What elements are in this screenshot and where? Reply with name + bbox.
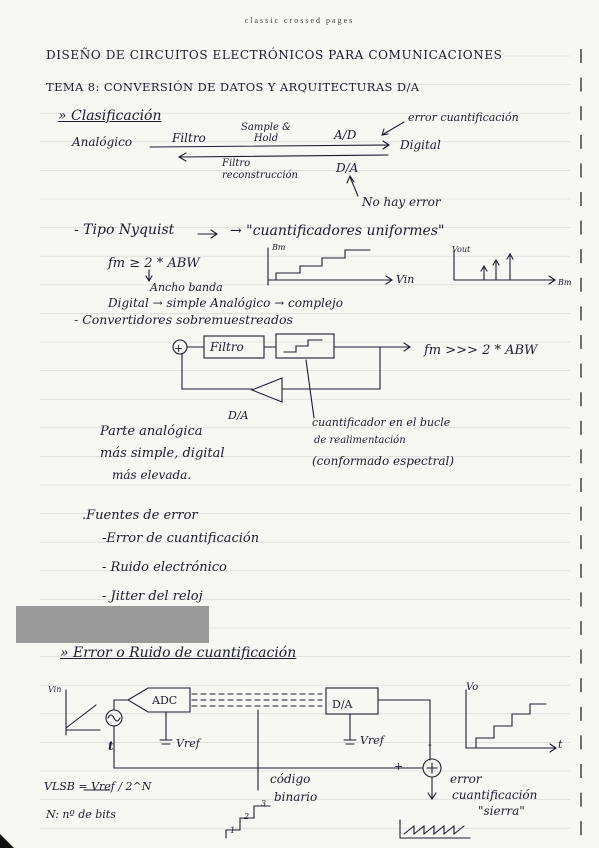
- ruido-vlsb: VLSB = Vref / 2^N: [44, 780, 152, 793]
- error-summer-cross: [426, 762, 438, 774]
- label-digital: Digital: [400, 138, 441, 152]
- sobremuestreados-da: D/A: [228, 409, 249, 422]
- sobremuestreados-plus: +: [174, 342, 184, 355]
- ruido-plus: +: [394, 760, 404, 773]
- ruido-da: D/A: [332, 698, 353, 711]
- da-block: [325, 687, 379, 715]
- error-out: [427, 776, 437, 800]
- ruido-t-2: t: [558, 738, 563, 751]
- label-filtro: Filtro: [172, 131, 206, 145]
- nyquist-arrow: [197, 229, 218, 239]
- ruido-vref-1: Vref: [176, 737, 200, 750]
- sobremuestreados-filtro: Filtro: [210, 340, 244, 354]
- ruido-sierra: "sierra": [478, 804, 525, 818]
- vo-graph: [465, 689, 557, 753]
- ruido-heading: » Error o Ruido de cuantificación: [60, 645, 297, 661]
- corner-tab: [0, 834, 14, 848]
- sobremuestreados-parte-2: más simple, digital: [100, 446, 225, 461]
- codigo-steps: [225, 805, 271, 839]
- ruido-adc: ADC: [152, 694, 178, 707]
- ruido-step-3: 3: [261, 799, 267, 808]
- feedback-loop: [181, 346, 381, 390]
- label-analogico: Analógico: [72, 135, 133, 149]
- vref-ground-2: [343, 713, 357, 745]
- sobremuestreados-realimentacion: de realimentación: [314, 435, 406, 446]
- vref-ground-1: [159, 711, 173, 745]
- ruido-binario: binario: [274, 790, 318, 804]
- sobremuestreados-cuantificador: cuantificador en el bucle: [312, 416, 451, 429]
- ruido-vo: Vo: [466, 682, 479, 693]
- filtro-block: [203, 335, 265, 359]
- input-line: [113, 725, 424, 769]
- ruido-error: error: [450, 772, 482, 786]
- staircase-graph: [267, 247, 393, 286]
- forward-path: [186, 342, 411, 352]
- nyquist-formula: fm ≥ 2 * ABW: [108, 256, 200, 271]
- ancho-banda-arrow: [145, 269, 153, 283]
- ruido-vref-2: Vref: [360, 734, 384, 747]
- backward-arrow: [177, 152, 389, 162]
- nyquist-vin: Vin: [396, 273, 415, 286]
- label-filtro-reconstruccion: Filtro reconstrucción: [222, 158, 298, 181]
- sobremuestreados-heading: - Convertidores sobremuestreados: [74, 312, 293, 327]
- source-wave: [107, 714, 121, 722]
- quantizer-block: [275, 333, 335, 359]
- label-ad: A/D: [334, 128, 357, 142]
- quantizer-steps: [283, 339, 323, 353]
- sobremuestreados-parte-1: Parte analógica: [100, 424, 203, 439]
- forward-arrow: [149, 140, 390, 150]
- fuentes-heading: .Fuentes de error: [82, 508, 198, 523]
- page-header: classic crossed pages: [244, 16, 355, 25]
- adc-link: [113, 699, 129, 711]
- nyquist-bm: Bm: [272, 243, 286, 252]
- summing-node: [172, 339, 188, 355]
- ruido-step-2: 2: [244, 812, 250, 821]
- ruido-vin: Vin: [48, 685, 62, 694]
- nyquist-bm-2: Bm: [558, 278, 572, 287]
- section-clasificacion-heading: » Clasificación: [58, 108, 162, 124]
- fuentes-item-2: - Ruido electrónico: [102, 560, 227, 575]
- nyquist-cuantificadores: → "cuantificadores uniformes": [230, 223, 445, 239]
- label-no-hay-error: No hay error: [362, 195, 441, 209]
- label-da: D/A: [336, 161, 359, 175]
- sawtooth: [399, 819, 471, 839]
- ruido-t-1: t: [108, 739, 114, 753]
- error-pointer: [381, 121, 405, 136]
- nyquist-type: - Tipo Nyquist: [74, 222, 175, 238]
- fuentes-item-1: -Error de cuantificación: [102, 531, 260, 546]
- nyquist-digital-simple: Digital → simple Analógico → complejo: [108, 296, 343, 310]
- vin-axis: [65, 689, 101, 736]
- sobremuestreados-fm: fm >>> 2 * ABW: [424, 343, 538, 358]
- da-triangle: [250, 377, 283, 403]
- label-error-cuantificacion: error cuantificación: [408, 111, 519, 124]
- sobremuestreados-conformado: (conformado espectral): [312, 454, 455, 468]
- quantizer-pointer: [305, 359, 315, 419]
- vout-graph: [453, 249, 556, 285]
- page-subtitle: TEMA 8: CONVERSIÓN DE DATOS Y ARQUITECTU…: [46, 80, 420, 94]
- ruido-n-bits: N: nº de bits: [46, 808, 116, 821]
- fuentes-item-3: - Jitter del reloj: [102, 589, 203, 604]
- da-out: [377, 699, 431, 761]
- no-error-pointer: [346, 174, 359, 197]
- label-sample-hold: Sample & Hold: [241, 122, 291, 144]
- dashed-bus: [191, 693, 323, 707]
- page-title: DISEÑO DE CIRCUITOS ELECTRÓNICOS PARA CO…: [46, 48, 503, 62]
- nyquist-ancho-banda: Ancho banda: [150, 281, 223, 294]
- sobremuestreados-parte-3: más elevada.: [112, 468, 192, 482]
- ruido-codigo: código: [270, 772, 311, 786]
- adc-block: [126, 687, 191, 713]
- ruido-cuantificacion: cuantificación: [452, 788, 538, 802]
- nyquist-vout: Vout: [452, 245, 471, 254]
- redacted-area: [16, 606, 209, 643]
